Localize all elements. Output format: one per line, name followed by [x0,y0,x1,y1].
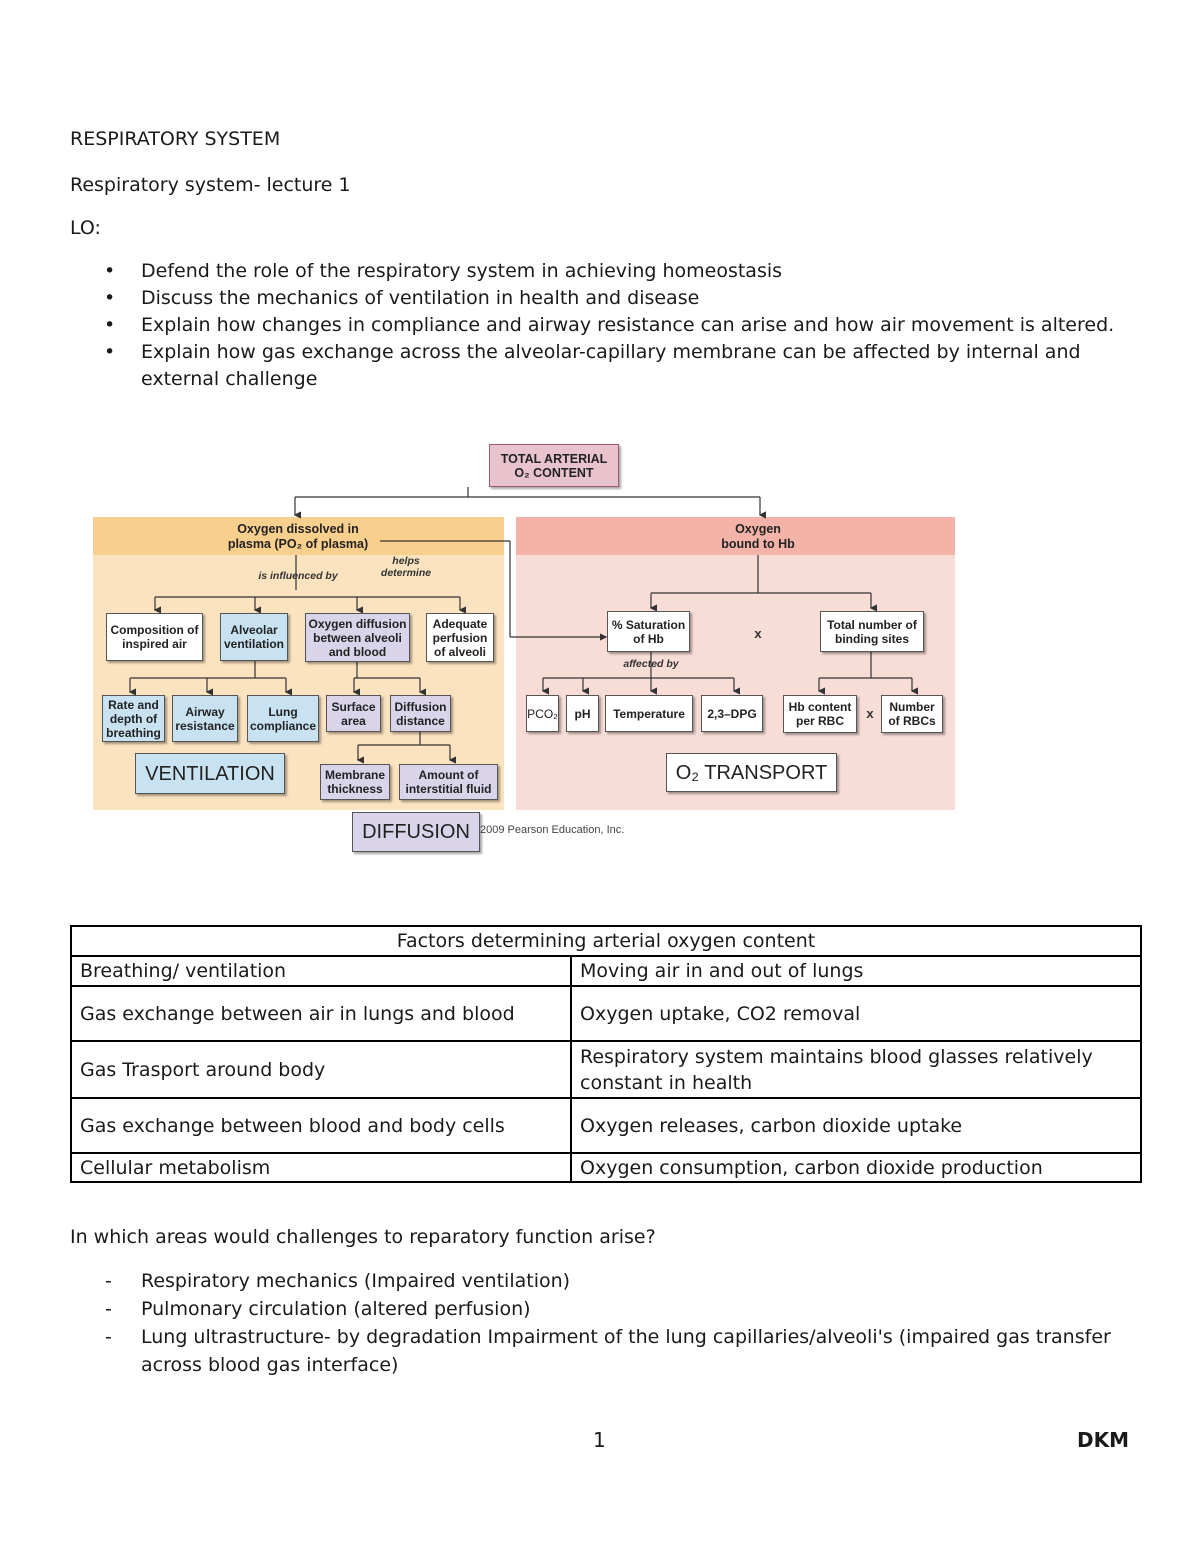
objective-item: Explain how changes in compliance and ai… [70,312,1130,339]
table-header: Factors determining arterial oxygen cont… [70,925,1142,957]
is-influenced-by-note: is influenced by [258,570,338,582]
binding-sites-box: Total number of binding sites [820,611,924,652]
diffusion-distance-box: Diffusion distance [390,695,451,732]
objective-item: Explain how gas exchange across the alve… [70,339,1130,393]
interstitial-fluid-box: Amount of interstitial fluid [399,764,498,800]
hb-content-box: Hb content per RBC [783,695,857,733]
challenge-item: Lung ultrastructure- by degradation Impa… [70,1323,1130,1379]
table-row: Breathing/ ventilation Moving air in and… [70,955,1142,987]
lecture-subtitle: Respiratory system- lecture 1 [70,174,351,196]
lo-label: LO: [70,217,101,239]
left-panel-title: Oxygen dissolved in plasma (PO₂ of plasm… [227,522,369,551]
helps-determine-note: helps determine [380,555,432,579]
dpg-box: 2,3–DPG [701,695,763,732]
table-row: Gas Trasport around body Respiratory sys… [70,1040,1142,1099]
challenges-list: Respiratory mechanics (Impaired ventilat… [70,1267,1130,1379]
table-cell: Oxygen consumption, carbon dioxide produ… [570,1152,1142,1183]
pco2-box: PCO₂ [526,695,559,732]
ph-box: pH [566,695,599,732]
lung-compliance-box: Lung compliance [247,695,319,742]
document-title: RESPIRATORY SYSTEM [70,128,281,150]
oxygen-diffusion-box: Oxygen diffusion between alveoli and blo… [305,613,410,662]
table-row: Gas exchange between air in lungs and bl… [70,985,1142,1042]
challenges-question: In which areas would challenges to repar… [70,1226,656,1248]
objective-item: Discuss the mechanics of ventilation in … [70,285,1130,312]
diagram-connectors [93,487,955,810]
surface-area-box: Surface area [326,695,381,732]
rate-depth-box: Rate and depth of breathing [102,695,165,742]
table-cell: Oxygen releases, carbon dioxide uptake [570,1097,1142,1154]
table-cell: Gas Trasport around body [70,1040,572,1099]
num-rbcs-box: Number of RBCs [881,695,943,733]
table-cell: Cellular metabolism [70,1152,572,1183]
right-panel-header [516,517,955,555]
affected-by-note: affected by [623,658,679,670]
right-panel-title: Oxygen bound to Hb [721,522,795,551]
saturation-box: % Saturation of Hb [607,611,690,652]
learning-objectives-list: Defend the role of the respiratory syste… [70,258,1130,393]
challenge-item: Pulmonary circulation (altered perfusion… [70,1295,1130,1323]
challenge-item: Respiratory mechanics (Impaired ventilat… [70,1267,1130,1295]
table-row: Cellular metabolism Oxygen consumption, … [70,1152,1142,1183]
page-number: 1 [593,1428,606,1452]
temperature-box: Temperature [605,695,693,732]
multiply-sign-2: x [866,706,874,721]
total-arterial-o2-box: TOTAL ARTERIAL O₂ CONTENT [489,444,619,487]
left-panel-header [93,517,504,555]
table-cell: Gas exchange between blood and body cell… [70,1097,572,1154]
alveolar-ventilation-box: Alveolar ventilation [220,613,288,661]
ventilation-label: VENTILATION [135,753,285,794]
table-cell: Moving air in and out of lungs [570,955,1142,987]
objective-item: Defend the role of the respiratory syste… [70,258,1130,285]
factors-table: Factors determining arterial oxygen cont… [70,925,1142,1183]
multiply-sign: x [754,626,762,641]
composition-box: Composition of inspired air [106,613,203,661]
membrane-thickness-box: Membrane thickness [320,764,390,800]
table-row: Gas exchange between blood and body cell… [70,1097,1142,1154]
o2-transport-label: O₂ TRANSPORT [666,753,837,792]
author-initials: DKM [1077,1428,1130,1452]
diffusion-label: DIFFUSION [352,812,480,852]
oxygen-content-diagram: TOTAL ARTERIAL O₂ CONTENT Oxygen dissolv… [88,440,968,860]
copyright-note: 2009 Pearson Education, Inc. [480,824,625,836]
table-cell: Breathing/ ventilation [70,955,572,987]
table-cell: Gas exchange between air in lungs and bl… [70,985,572,1042]
airway-resistance-box: Airway resistance [172,695,238,742]
table-cell: Oxygen uptake, CO2 removal [570,985,1142,1042]
adequate-perfusion-box: Adequate perfusion of alveoli [426,613,494,662]
table-cell: Respiratory system maintains blood glass… [570,1040,1142,1099]
